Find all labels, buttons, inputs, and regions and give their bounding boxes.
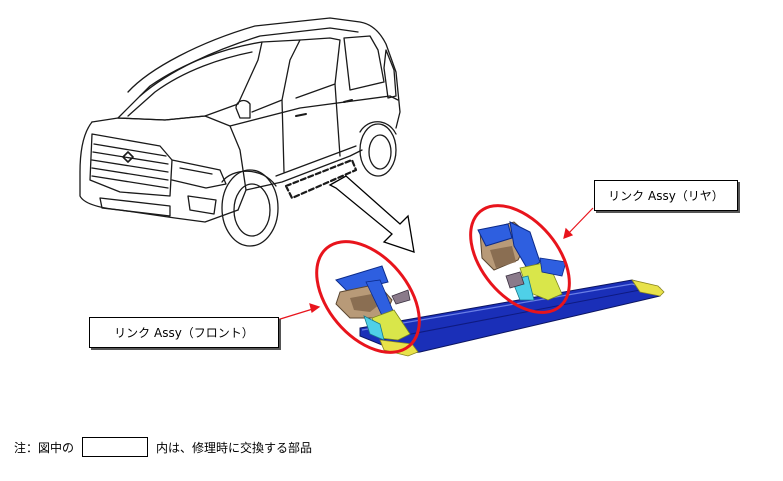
front-link-callout: リンク Assy（フロント） <box>89 317 279 348</box>
footnote-prefix: 注：図中の <box>14 440 75 455</box>
footnote: 注：図中の 内は、修理時に交換する部品 <box>14 437 312 457</box>
front-link-highlight <box>315 240 421 354</box>
rear-link-callout: リンク Assy（リヤ） <box>594 180 738 211</box>
rear-link-label: リンク Assy（リヤ） <box>608 189 724 203</box>
front-link-label: リンク Assy（フロント） <box>114 326 254 340</box>
footnote-legend-box <box>82 437 149 457</box>
callout-arrow-icon <box>328 175 415 253</box>
leader-lines <box>276 207 594 321</box>
footnote-suffix: 内は、修理時に交換する部品 <box>156 440 313 455</box>
rear-link-highlight <box>469 204 571 314</box>
van-illustration <box>79 17 401 247</box>
power-step-assembly <box>335 221 665 357</box>
